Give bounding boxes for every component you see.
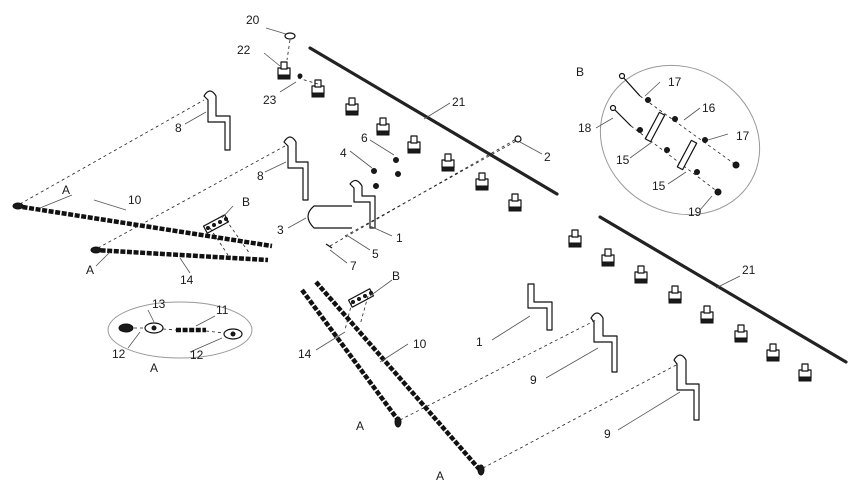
callout-labels: 20 22 23 8 8 21 6 4 2 3 1 5 7 A 10 B A 1…	[62, 13, 756, 483]
callout-7: 7	[350, 259, 357, 273]
rod-lower	[598, 215, 848, 364]
connector-plate-b-lower	[347, 288, 375, 308]
callout-a-chain-lower-left: A	[356, 419, 364, 433]
assembly-lines	[19, 77, 679, 469]
chain-hooks	[12, 202, 485, 476]
callout-9-upper: 9	[530, 373, 537, 387]
connector-plate-b-upper	[202, 214, 230, 234]
callout-6: 6	[361, 131, 368, 145]
callout-15-lower: 15	[652, 179, 666, 193]
callout-b-detail: B	[576, 65, 584, 79]
callout-2: 2	[544, 150, 551, 164]
callout-16: 16	[702, 101, 716, 115]
hardware-4-6	[371, 157, 401, 189]
callout-23: 23	[263, 93, 277, 107]
detail-b-parts	[609, 72, 740, 196]
callout-14-upper: 14	[180, 273, 194, 287]
detail-a-ellipse	[107, 301, 253, 359]
callout-12-left: 12	[112, 347, 126, 361]
callout-10-upper: 10	[128, 193, 142, 207]
callout-21-lower: 21	[742, 263, 756, 277]
detail-a-parts	[118, 322, 243, 340]
callout-8-lower: 8	[257, 169, 264, 183]
hanger-9-upper	[590, 312, 618, 373]
detail-b-ellipse	[599, 64, 761, 216]
leader-lines	[39, 27, 741, 431]
callout-3: 3	[277, 223, 284, 237]
callout-a-chain-lower-right: A	[436, 469, 444, 483]
callout-20: 20	[246, 13, 260, 27]
hanger-9-lower	[673, 354, 700, 421]
callout-17-right: 17	[736, 129, 750, 143]
callout-10-lower: 10	[413, 337, 427, 351]
callout-5: 5	[372, 247, 379, 261]
top-hardware	[277, 32, 303, 80]
callout-22: 22	[237, 43, 251, 57]
callout-1-lower: 1	[476, 335, 483, 349]
chain-14-lower	[300, 288, 400, 422]
callout-12-right: 12	[190, 348, 204, 362]
callout-8-upper: 8	[175, 121, 182, 135]
pins-5-7	[325, 135, 522, 249]
hanger-1-middle	[349, 179, 376, 229]
callout-4: 4	[340, 146, 347, 160]
chain-10-upper	[15, 203, 273, 249]
callout-13: 13	[152, 297, 166, 311]
rod-upper	[308, 46, 559, 196]
clip-brackets-lower	[568, 229, 812, 382]
callout-1-middle: 1	[396, 231, 403, 245]
callout-a-chain-middle: A	[86, 263, 94, 277]
hanger-8-upper	[203, 90, 231, 151]
u-bolt-3	[307, 205, 352, 229]
callout-9-lower: 9	[604, 427, 611, 441]
callout-21-upper: 21	[452, 95, 466, 109]
hanger-1-lower	[527, 283, 553, 331]
callout-14-lower: 14	[298, 347, 312, 361]
callout-b-lower: B	[392, 269, 400, 283]
hanger-8-lower	[283, 136, 309, 201]
callout-a-detail: A	[150, 361, 158, 375]
callout-a-chain-upper: A	[62, 183, 70, 197]
callout-15-upper: 15	[616, 153, 630, 167]
callout-b-upper: B	[242, 195, 250, 209]
callout-18: 18	[578, 121, 592, 135]
callout-17-top: 17	[668, 75, 682, 89]
chain-10-lower	[314, 280, 482, 472]
callout-19: 19	[688, 205, 702, 219]
callout-11: 11	[216, 303, 229, 317]
chain-14-upper	[93, 247, 269, 263]
